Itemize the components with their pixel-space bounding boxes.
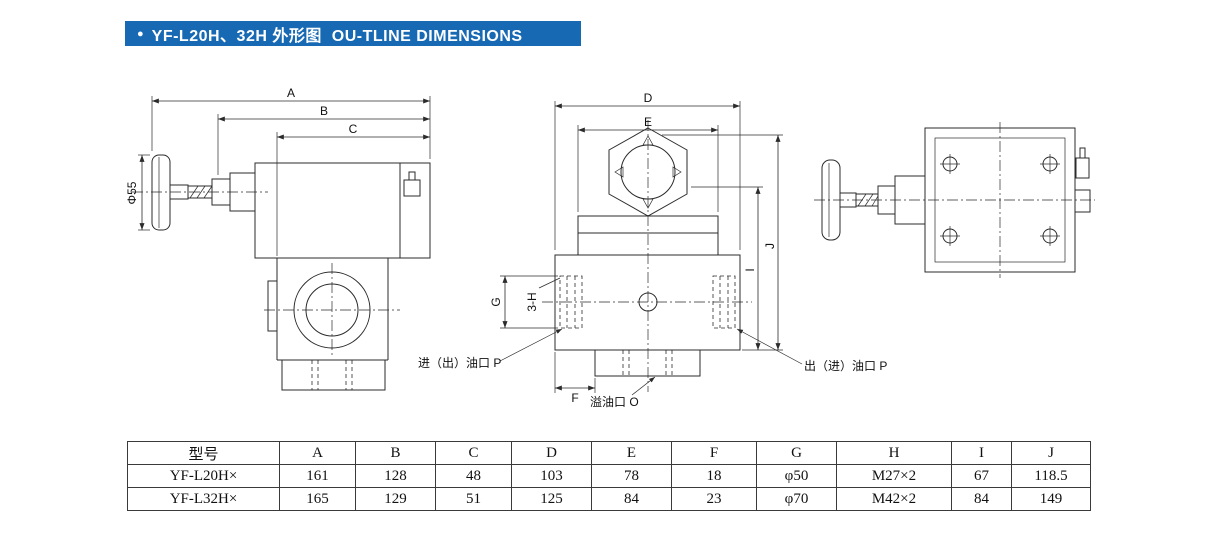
col-header-e: E (591, 441, 672, 465)
cell-value: 48 (435, 464, 512, 488)
bonnet (577, 215, 719, 255)
col-header-f: F (671, 441, 757, 465)
dimensions-table: 型号 A B C D E F G H I J YF-L20H× 161 128 … (127, 441, 1091, 511)
col-header-c: C (435, 441, 512, 465)
port-left-label: 进（出）油口 P (418, 356, 501, 370)
cell-model: YF-L20H× (127, 464, 280, 488)
dim-j: J (662, 134, 783, 350)
col-header-a: A (279, 441, 356, 465)
dim-3h: 3-H (525, 277, 561, 312)
side-fittings (1074, 147, 1091, 213)
port-right-label: 出（进）油口 P (804, 359, 887, 373)
dim-label-phi55: Φ55 (125, 181, 139, 204)
port-left (559, 275, 583, 329)
col-header-i: I (951, 441, 1012, 465)
dim-label-g: G (489, 297, 503, 306)
cell-value: 129 (355, 487, 436, 511)
table-row: YF-L20H× 161 128 48 103 78 18 φ50 M27×2 … (127, 464, 1091, 488)
title-bar: ● YF-L20H、32H 外形图 OU-TLINE DIMENSIONS (125, 21, 581, 46)
cell-value: 78 (591, 464, 672, 488)
valve-body (554, 254, 741, 351)
port-flange (264, 258, 400, 361)
cell-value: 165 (279, 487, 356, 511)
dim-label-3h: 3-H (525, 292, 539, 311)
cell-value: 18 (671, 464, 757, 488)
dim-label-f: F (571, 391, 578, 405)
dim-label-e: E (644, 115, 652, 129)
bolt-holes (940, 154, 1060, 246)
cell-value: 103 (511, 464, 592, 488)
cell-value: 161 (279, 464, 356, 488)
base-block (594, 349, 701, 377)
col-header-d: D (511, 441, 592, 465)
dim-d: D (554, 91, 741, 250)
dim-phi55: Φ55 (125, 154, 150, 231)
dim-label-c: C (349, 122, 358, 136)
side-view-drawing: A B C Φ55 (125, 86, 431, 391)
bullet-icon: ● (137, 27, 144, 40)
col-header-j: J (1011, 441, 1091, 465)
cell-value: 128 (355, 464, 436, 488)
table-header-row: 型号 A B C D E F G H I J (127, 441, 1091, 465)
cell-value: 51 (435, 487, 512, 511)
dim-c: C (276, 122, 430, 256)
cell-value: 125 (511, 487, 592, 511)
handwheel (151, 154, 171, 231)
cell-value: 23 (671, 487, 757, 511)
cell-value: φ50 (756, 464, 837, 488)
dim-label-d: D (644, 91, 653, 105)
col-header-model: 型号 (127, 441, 280, 465)
cell-value: 67 (951, 464, 1012, 488)
dim-a: A (151, 86, 431, 159)
front-view-drawing: D E I J G 3 (418, 91, 887, 409)
cell-value: φ70 (756, 487, 837, 511)
top-view-drawing (814, 122, 1095, 278)
cell-value: M27×2 (836, 464, 952, 488)
dim-b: B (217, 104, 430, 175)
col-header-g: G (756, 441, 837, 465)
callout-port-bottom: 溢油口 O (590, 376, 656, 409)
cell-model: YF-L32H× (127, 487, 280, 511)
cell-value: 84 (591, 487, 672, 511)
dim-label-j: J (763, 243, 777, 249)
adjust-stem (169, 172, 256, 212)
page-title: YF-L20H、32H 外形图 OU-TLINE DIMENSIONS (151, 27, 523, 45)
callout-port-left: 进（出）油口 P (418, 328, 563, 370)
cell-value: 149 (1011, 487, 1091, 511)
dim-label-a: A (287, 86, 295, 100)
cell-value: 118.5 (1011, 464, 1091, 488)
port-bottom-label: 溢油口 O (590, 395, 639, 409)
col-header-h: H (836, 441, 952, 465)
valve-body (254, 162, 431, 259)
table-row: YF-L32H× 165 129 51 125 84 23 φ70 M42×2 … (127, 487, 1091, 511)
port-right (712, 275, 736, 329)
cell-value: M42×2 (836, 487, 952, 511)
dim-i: I (691, 186, 783, 351)
base-block (281, 359, 386, 391)
dim-g: G (489, 275, 558, 329)
dim-e: E (577, 115, 719, 212)
dim-label-i: I (743, 268, 757, 271)
callout-port-right: 出（进）油口 P (736, 328, 887, 373)
cell-value: 84 (951, 487, 1012, 511)
dim-label-b: B (320, 104, 328, 118)
col-header-b: B (355, 441, 436, 465)
dim-f: F (554, 352, 596, 405)
